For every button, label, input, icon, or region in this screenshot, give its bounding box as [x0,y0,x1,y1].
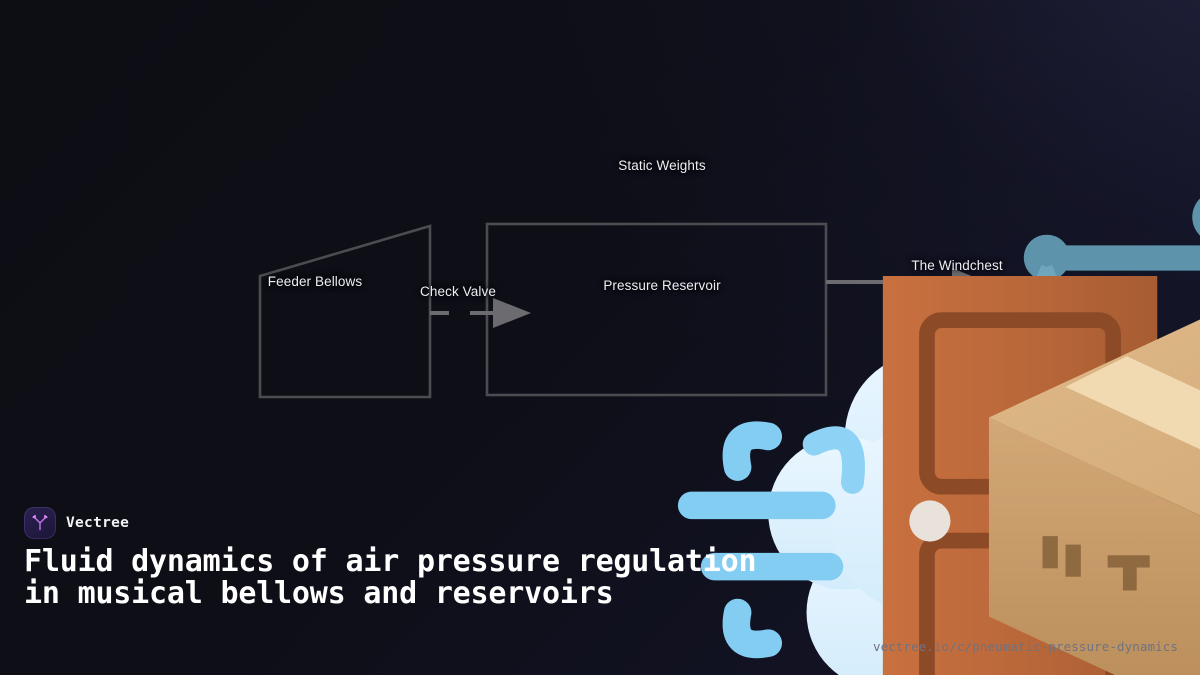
node-feeder-bellows[interactable]: Feeder Bellows [267,268,1086,675]
brand-name: Vectree [66,515,130,531]
valve-to-reservoir-arrowhead [493,298,531,328]
source-url: vectree.io/c/pneumatic-pressure-dynamics [872,639,1178,654]
brand: Vectree [24,507,129,539]
pressure-reservoir-enclosure [485,222,828,397]
node-label-the-windchest: The Windchest [911,258,1003,273]
page-title: Fluid dynamics of air pressure regulatio… [24,544,757,611]
pneumatic-system-diagram: Static Weights [258,152,1200,675]
node-the-windchest[interactable]: The Windchest [911,250,1002,273]
node-check-valve[interactable]: Check Valve [420,276,1158,675]
node-label-static-weights: Static Weights [618,158,706,173]
node-static-weights[interactable]: Static Weights [618,152,1200,594]
vectree-logo-icon [24,507,56,539]
node-label-feeder-bellows: Feeder Bellows [267,274,363,289]
feeder-bellows-enclosure [258,224,432,399]
node-label-pressure-reservoir: Pressure Reservoir [603,278,721,293]
node-pressure-reservoir[interactable]: Pressure Reservoir [603,272,1200,675]
node-label-check-valve: Check Valve [420,284,496,299]
footer: Vectree Fluid dynamics of air pressure r… [0,490,1200,675]
